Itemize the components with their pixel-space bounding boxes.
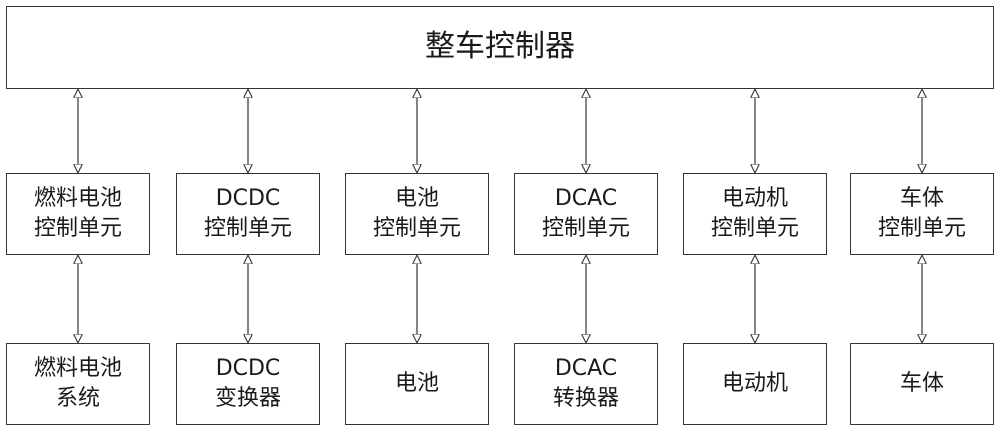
dcdc-device-box-label: 变换器 (214, 386, 281, 411)
dcdc-device-box: DCDC 变换器 (176, 343, 320, 425)
fuel-cell-device-box-label: 燃料电池 (33, 356, 122, 382)
motor-control-unit-box: 电动机控制单元 (683, 173, 827, 255)
dcdc-control-unit-box-label: 控制单元 (203, 216, 292, 241)
body-control-unit-box-label: 控制单元 (877, 216, 966, 241)
fuel-cell-device-box: 燃料电池系统 (6, 343, 150, 425)
dcac-device-box-label: 转换器 (552, 386, 619, 411)
fuel-cell-device-box-label: 系统 (55, 386, 100, 411)
dcdc-control-unit-box: DCDC 控制单元 (176, 173, 320, 255)
motor-control-unit-box-label: 电动机 (721, 186, 788, 212)
fuel-cell-control-unit-box: 燃料电池控制单元 (6, 173, 150, 255)
dcac-control-unit-box: DCAC 控制单元 (514, 173, 658, 255)
motor-device-box-label: 电动机 (721, 371, 788, 397)
dcac-device-box-label: DCAC (554, 356, 618, 382)
battery-control-unit-box: 电池控制单元 (345, 173, 489, 255)
fuel-cell-control-unit-box-label: 燃料电池 (33, 186, 122, 212)
fuel-cell-control-unit-box-label: 控制单元 (33, 216, 122, 241)
motor-device-box: 电动机 (683, 343, 827, 425)
dcac-control-unit-box-label: 控制单元 (541, 216, 630, 241)
vehicle-controller-box: 整车控制器 (6, 6, 994, 89)
dcdc-control-unit-box-label: DCDC (215, 186, 281, 212)
battery-control-unit-box-label: 电池 (394, 186, 439, 212)
body-device-box: 车体 (850, 343, 994, 425)
body-control-unit-box-label: 车体 (899, 186, 944, 212)
dcac-control-unit-box-label: DCAC (554, 186, 618, 212)
dcac-device-box: DCAC 转换器 (514, 343, 658, 425)
motor-control-unit-box-label: 控制单元 (710, 216, 799, 241)
battery-device-box: 电池 (345, 343, 489, 425)
battery-control-unit-box-label: 控制单元 (372, 216, 461, 241)
body-control-unit-box: 车体控制单元 (850, 173, 994, 255)
battery-device-box-label: 电池 (394, 371, 439, 397)
body-device-box-label: 车体 (899, 371, 944, 397)
dcdc-device-box-label: DCDC (215, 356, 281, 382)
vehicle-controller-label: 整车控制器 (425, 29, 575, 65)
